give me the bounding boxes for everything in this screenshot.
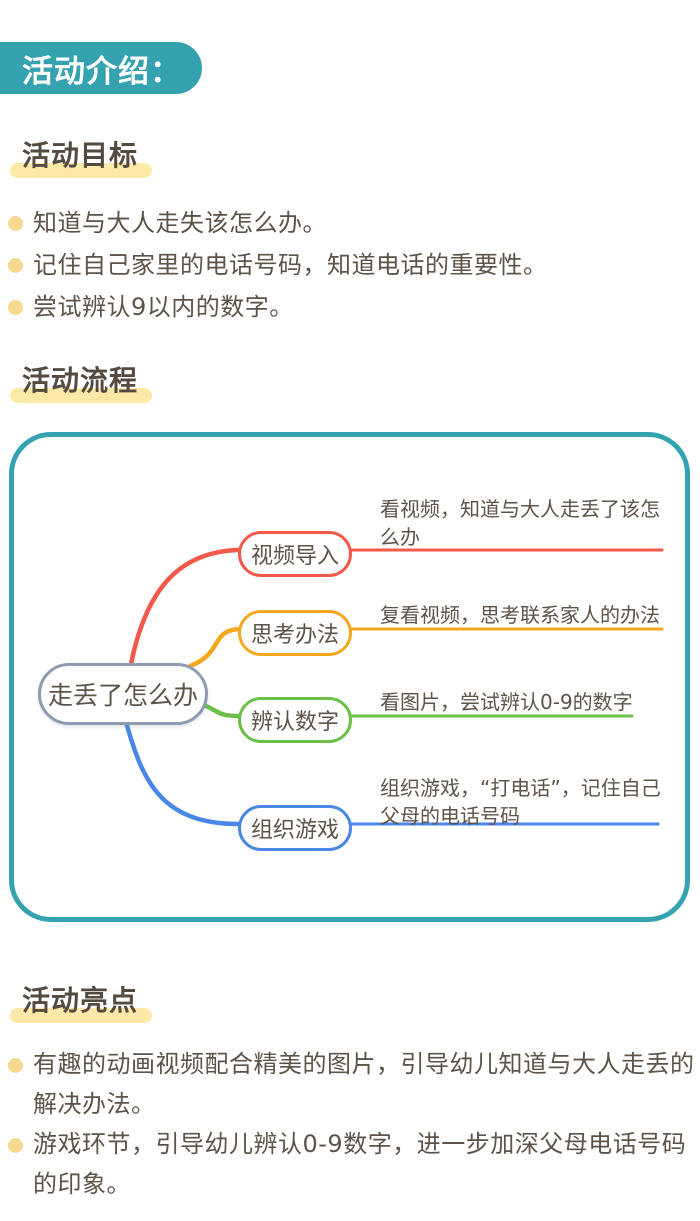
page-header-label: 活动介绍： bbox=[22, 53, 182, 90]
section-title-highlights: 活动亮点 bbox=[10, 979, 153, 1023]
bullet-dot-icon bbox=[8, 1058, 23, 1073]
section-title-goals: 活动目标 bbox=[10, 134, 153, 178]
section-title-text: 活动目标 bbox=[22, 139, 139, 172]
list-item: 记住自己家里的电话号码，知道电话的重要性。 bbox=[6, 244, 694, 286]
list-item: 知道与大人走失该怎么办。 bbox=[6, 202, 694, 244]
bullet-dot-icon bbox=[8, 258, 23, 273]
mindmap-description: 组织游戏，“打电话”，记住自己父母的电话号码 bbox=[380, 776, 661, 828]
mindmap-description: 看图片，尝试辨认0-9的数字 bbox=[380, 690, 633, 714]
branch-curve-orange bbox=[187, 626, 243, 669]
goal-text: 尝试辨认9以内的数字。 bbox=[33, 293, 294, 321]
list-item: 尝试辨认9以内的数字。 bbox=[6, 286, 694, 328]
bullet-dot-icon bbox=[8, 1138, 23, 1153]
highlight-text: 有趣的动画视频配合精美的图片，引导幼儿知道与大人走丢的解决办法。 bbox=[33, 1050, 695, 1118]
mindmap-diagram: 走丢了怎么办 视频导入 思考办法 辨认数字 组织游戏 看视频，知道与大人走丢了该… bbox=[9, 432, 690, 922]
branch-curve-blue bbox=[123, 719, 241, 827]
list-item: 游戏环节，引导幼儿辨认0-9数字，进一步加深父母电话号码的印象。 bbox=[6, 1124, 696, 1204]
highlight-text: 游戏环节，引导幼儿辨认0-9数字，进一步加深父母电话号码的印象。 bbox=[33, 1130, 687, 1198]
goals-list: 知道与大人走失该怎么办。 记住自己家里的电话号码，知道电话的重要性。 尝试辨认9… bbox=[6, 202, 694, 328]
mindmap-root-node: 走丢了怎么办 bbox=[38, 663, 208, 725]
page-header-badge: 活动介绍： bbox=[0, 42, 202, 94]
mindmap-description: 看视频，知道与大人走丢了该怎么办 bbox=[380, 497, 660, 549]
title-highlight-bar bbox=[10, 388, 153, 403]
branch-curve-green bbox=[199, 701, 243, 719]
section-title-text: 活动流程 bbox=[22, 364, 139, 397]
goal-text: 知道与大人走失该怎么办。 bbox=[33, 209, 327, 237]
branch-curve-red bbox=[128, 547, 241, 667]
mindmap-node-video-intro: 视频导入 bbox=[238, 531, 352, 577]
bullet-dot-icon bbox=[8, 216, 23, 231]
title-highlight-bar bbox=[10, 163, 153, 178]
list-item: 有趣的动画视频配合精美的图片，引导幼儿知道与大人走丢的解决办法。 bbox=[6, 1044, 696, 1124]
section-title-process: 活动流程 bbox=[10, 359, 153, 403]
mindmap-connector-lines bbox=[123, 547, 664, 827]
mindmap-node-organize-game: 组织游戏 bbox=[238, 805, 352, 851]
mindmap-node-think-methods: 思考办法 bbox=[238, 610, 352, 656]
highlights-list: 有趣的动画视频配合精美的图片，引导幼儿知道与大人走丢的解决办法。 游戏环节，引导… bbox=[6, 1044, 696, 1204]
title-highlight-bar bbox=[10, 1008, 153, 1023]
mindmap-description: 复看视频，思考联系家人的办法 bbox=[380, 603, 660, 627]
bullet-dot-icon bbox=[8, 300, 23, 315]
goal-text: 记住自己家里的电话号码，知道电话的重要性。 bbox=[33, 251, 548, 279]
section-title-text: 活动亮点 bbox=[22, 984, 139, 1017]
mindmap-node-recognize-numbers: 辨认数字 bbox=[238, 697, 352, 743]
